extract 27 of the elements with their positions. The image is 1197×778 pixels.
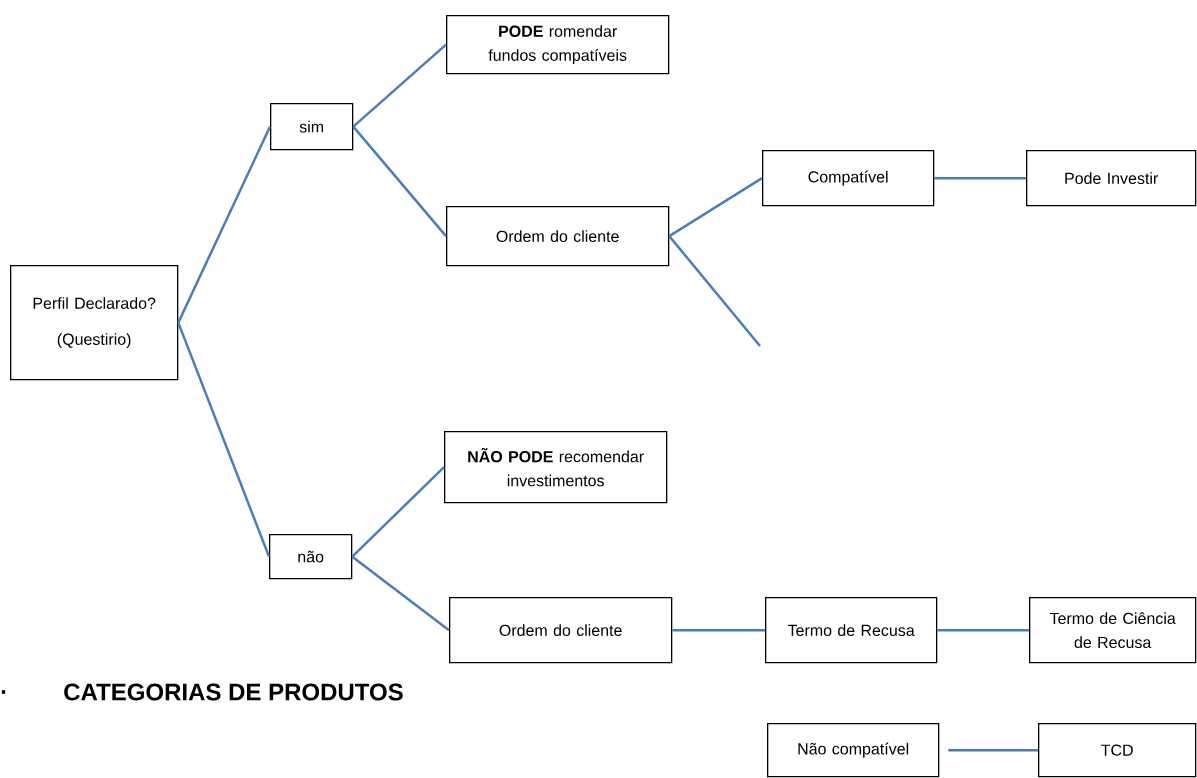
connector-line <box>668 235 761 347</box>
list-marker: . <box>1 690 6 694</box>
process-box: Pode Investir <box>1026 150 1197 207</box>
answer-box: não <box>269 534 353 580</box>
process-box: Ordem do cliente <box>446 206 670 267</box>
process-box: Não compatível <box>767 723 940 778</box>
connector-line <box>934 176 1026 180</box>
answer-box: sim <box>270 103 354 151</box>
process-box: TCD <box>1038 723 1197 778</box>
process-box: NÃO PODE recomendar investimentos <box>444 431 668 504</box>
connector-line <box>937 628 1029 632</box>
connector-line <box>351 466 445 558</box>
connector-line <box>352 43 447 128</box>
process-box: Ordem do cliente <box>449 597 673 664</box>
question-box: Perfil Declarado? (Questirio) <box>10 265 179 381</box>
process-box: Termo de Recusa <box>765 597 938 664</box>
connector-line <box>351 555 450 632</box>
connector-line <box>352 125 447 237</box>
section-heading: CATEGORIAS DE PRODUTOS <box>64 683 403 701</box>
connector-line <box>672 628 765 632</box>
connector-line <box>177 126 272 324</box>
connector-line <box>668 177 763 238</box>
process-box: Termo de Ciência de Recusa <box>1029 597 1197 664</box>
process-box: PODE romendar fundos compatíveis <box>446 15 670 75</box>
connector-line <box>948 748 1038 752</box>
connector-line <box>177 322 271 558</box>
process-box: Compatível <box>762 150 935 207</box>
